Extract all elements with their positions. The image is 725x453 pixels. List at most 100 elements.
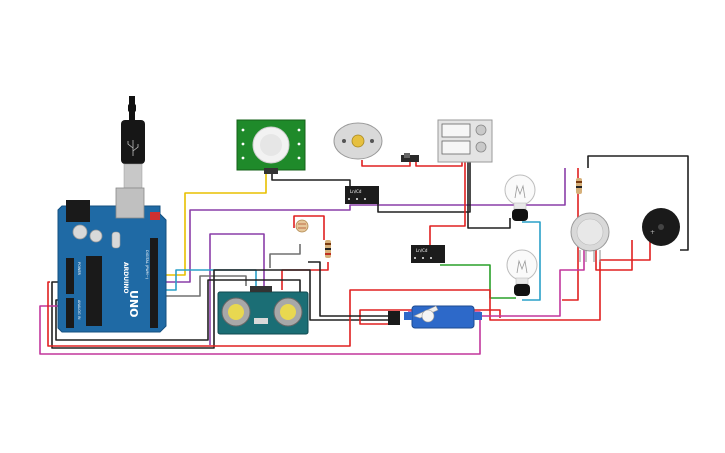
wire-red-servo[interactable] <box>359 309 501 325</box>
wire-magenta-right[interactable] <box>408 250 585 317</box>
light-bulb-bottom[interactable] <box>506 249 538 296</box>
dc-motor[interactable] <box>333 122 383 160</box>
gas-sensor[interactable] <box>570 212 610 262</box>
servo-motor[interactable] <box>388 305 482 329</box>
wire-black-servo[interactable] <box>308 261 390 317</box>
wire-teal-ultra[interactable] <box>163 269 257 291</box>
switch-body <box>401 155 419 162</box>
bulb-top-filament <box>514 184 526 199</box>
relay-top-label: Ln/Cd <box>350 189 362 194</box>
relay-mid-label: Ln/Cd <box>416 248 428 253</box>
ultrasonic-crystal <box>254 318 268 324</box>
wire-black-bottom[interactable] <box>51 269 390 349</box>
light-bulb-top[interactable] <box>504 174 536 221</box>
battery-cell-1 <box>441 123 471 138</box>
battery-contact-1 <box>475 124 487 136</box>
buzzer-hole <box>658 224 664 230</box>
resistor-bands <box>325 243 331 255</box>
arduino-board-label: UNO <box>127 290 140 318</box>
usb-icon <box>127 140 139 156</box>
servo-connector <box>388 311 400 325</box>
battery-holder[interactable] <box>437 119 493 163</box>
motor-screw-left <box>342 139 346 143</box>
photoresistor[interactable] <box>295 219 309 233</box>
ultrasonic-transmitter-mesh <box>228 304 244 320</box>
wire-green[interactable] <box>440 264 516 299</box>
arduino-outline <box>57 205 167 333</box>
analog-header <box>66 298 74 328</box>
wire-purple-mid[interactable] <box>209 233 265 345</box>
relay-top[interactable]: Ln/Cd <box>345 186 379 204</box>
reset-button[interactable] <box>150 212 160 220</box>
wire-black-pir[interactable] <box>271 172 351 190</box>
wire-black-relay-right[interactable] <box>377 155 471 213</box>
pir-dome-inner <box>260 134 282 156</box>
wire-black-bottom2[interactable] <box>55 279 301 341</box>
buzzer-plus-mark: + <box>650 229 655 236</box>
motor-shaft <box>351 134 365 148</box>
slide-switch[interactable] <box>401 153 419 162</box>
bulb-top-neck <box>513 202 527 210</box>
resistor-gas-band2 <box>576 186 582 188</box>
resistor[interactable] <box>325 240 331 258</box>
wire-black-bulb[interactable] <box>467 156 511 229</box>
ultrasonic-pin-header <box>250 286 272 292</box>
relay-top-body <box>345 186 379 204</box>
bulb-top-base <box>512 209 528 221</box>
servo-shaft <box>421 309 435 323</box>
relay-mid-body <box>411 245 445 263</box>
power-jack <box>66 200 90 222</box>
wire-red-gas[interactable] <box>595 240 633 271</box>
arduino-digital-header-label: DIGITAL (PWM~) <box>145 250 149 280</box>
wire-red-photo[interactable] <box>293 215 325 240</box>
wire-yellow[interactable] <box>163 172 267 276</box>
wire-teal[interactable] <box>522 221 541 301</box>
ultrasonic-receiver-mesh <box>280 304 296 320</box>
power-header <box>66 258 74 294</box>
gas-sensor-mesh <box>576 218 604 246</box>
digital-header <box>150 238 158 328</box>
usb-plug-tip <box>128 104 136 112</box>
wire-red-switch[interactable] <box>361 160 411 167</box>
photoresistor-head <box>295 219 309 233</box>
arduino-analog-header-label: ANALOG IN <box>77 300 81 320</box>
capacitor-2 <box>89 229 103 243</box>
usb-plug-metal <box>123 163 143 189</box>
servo-tab-left <box>404 312 412 320</box>
wire-gray-photo[interactable] <box>269 244 301 268</box>
bulb-bottom-base <box>514 284 530 296</box>
servo-tab-right <box>474 312 482 320</box>
bulb-bottom-glass <box>506 249 538 281</box>
battery-contact-2 <box>475 141 487 153</box>
resistor-gas-band1 <box>576 181 582 183</box>
resistor-gas[interactable] <box>576 178 582 194</box>
relay-mid-pins <box>414 257 432 259</box>
photoresistor-track <box>298 223 306 229</box>
capacitor-1 <box>72 224 88 240</box>
crystal <box>111 231 121 249</box>
bulb-top-glass <box>504 174 536 206</box>
usb-port <box>115 187 145 219</box>
pir-pins <box>241 128 301 160</box>
microcontroller-chip <box>86 256 102 326</box>
arduino-power-header-label: POWER <box>77 262 81 276</box>
wire-purple-top[interactable] <box>163 168 566 283</box>
arduino-uno-board[interactable]: ARDUINO UNO DIGITAL (PWM~) POWER ANALOG … <box>57 187 167 333</box>
motor-screw-right <box>370 139 374 143</box>
piezo-buzzer[interactable]: + <box>642 208 680 246</box>
wire-black-buzzer[interactable] <box>587 155 689 251</box>
pir-motion-sensor[interactable] <box>236 119 306 174</box>
pir-connector <box>264 168 278 174</box>
wires <box>39 155 689 355</box>
wire-red-bottom[interactable] <box>47 240 651 347</box>
wire-red-resistor[interactable] <box>281 262 329 290</box>
ultrasonic-sensor[interactable] <box>217 286 309 335</box>
switch-knob[interactable] <box>404 153 410 158</box>
battery-cell-2 <box>441 140 471 155</box>
relay-mid[interactable]: Ln/Cd <box>411 245 445 263</box>
usb-cable <box>121 96 145 189</box>
gas-sensor-legs <box>579 250 601 262</box>
wire-red-long[interactable] <box>429 156 466 246</box>
arduino-brand-label: ARDUINO <box>122 262 129 293</box>
